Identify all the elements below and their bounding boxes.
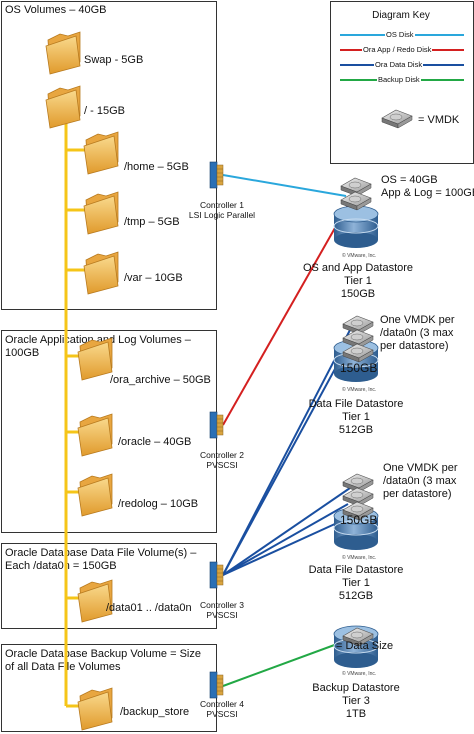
oracle-data-file-title: Oracle Database Data File Volume(s) – Ea… [5,547,197,572]
datastore-2-annotation-line-2: /data0n (3 max [380,327,454,339]
datastore-1-name: OS and App Datastore [302,262,414,274]
datastore-3-annotation-line-2: /data0n (3 max [383,475,457,487]
folder-icon-oracle [77,413,113,457]
datastore-2-vendor-mark: © VMware, Inc. [342,387,377,393]
controller-4-name: Controller 4 [200,699,244,709]
datastore-1-annotation-line-2: App & Log = 100GB [381,187,474,199]
folder-icon-tmp [83,191,119,235]
folder-label-ora-archive: /ora_archive – 50GB [110,374,211,386]
controller-2-label: Controller 2 PVSCSI [182,450,262,470]
controller-2-name: Controller 2 [200,450,244,460]
folder-label-backup: /backup_store [120,706,190,718]
datastore-3-vendor-mark: © VMware, Inc. [342,555,377,561]
ora-data-connection-5 [222,517,349,576]
controller-2-type: PVSCSI [206,460,238,470]
folder-label-data: /data01 .. /data0n [106,602,192,614]
datastore-1-icon [333,205,379,249]
controller-1-type: LSI Logic Parallel [188,210,256,220]
datastore-1-size: 150GB [340,288,376,300]
ora-data-connection-2 [222,344,349,576]
datastore-1-annotation-line-1: OS = 40GB [381,174,438,186]
datastore-2-annotation: One VMDK per /data0n (3 max per datastor… [380,314,455,353]
datastore-2-name: Data File Datastore [308,398,404,410]
datastore-3-size: 512GB [338,590,374,602]
datastore-1-annotation: OS = 40GB App & Log = 100GB [381,174,474,200]
ora-app-redo-connection [222,197,353,426]
controller-3-name: Controller 3 [200,600,244,610]
datastore-2-size: 512GB [338,424,374,436]
ora-data-connection-3 [222,487,351,576]
controller-1-card-icon [209,161,224,189]
key-vmdk-icon [381,109,413,129]
folder-icon-redolog [77,473,113,517]
datastore-4-vendor-mark: © VMware, Inc. [342,671,377,677]
datastore-4-tier: Tier 3 [342,695,370,707]
folder-label-root: / - 15GB [84,105,125,117]
controller-3-label: Controller 3 PVSCSI [182,600,262,620]
folder-label-redolog: /redolog – 10GB [118,498,199,510]
folder-label-tmp: /tmp – 5GB [124,216,180,228]
datastore-3-label: Data File Datastore Tier 1 512GB [286,564,426,603]
datastore-1-vendor-mark: © VMware, Inc. [342,253,377,259]
datastore-2-tier: Tier 1 [342,411,370,423]
folder-icon-var [83,251,119,295]
diagram-key-title: Diagram Key [372,10,430,21]
datastore-4-annotation: = Data Size [336,640,394,652]
os-volumes-title: OS Volumes – 40GB [5,4,107,16]
folder-icon-data [77,579,113,623]
controller-4-label: Controller 4 PVSCSI [182,699,262,719]
folder-label-swap: Swap - 5GB [84,54,144,66]
controller-4-card-icon [209,671,224,699]
controller-1-name: Controller 1 [200,200,244,210]
ora-data-connection-4 [222,503,349,576]
datastore-4-name: Backup Datastore [312,682,400,694]
folder-icon-root [45,85,81,129]
folder-label-home: /home – 5GB [124,161,189,173]
datastore-2-label: Data File Datastore Tier 1 512GB [286,398,426,437]
controller-1-label: Controller 1 LSI Logic Parallel [182,200,262,220]
datastore-1-tier: Tier 1 [344,275,372,287]
folder-icon-ora-archive [77,337,113,381]
folder-icon-swap [45,31,81,75]
key-os-disk-label: OS Disk [385,30,415,39]
key-ora-data-label: Ora Data Disk [374,60,424,69]
folder-label-var: /var – 10GB [124,272,183,284]
datastore-2-disk-label: 150GB [340,361,378,375]
datastore-3-tier: Tier 1 [342,577,370,589]
folder-label-oracle: /oracle – 40GB [118,436,192,448]
key-vmdk-label: = VMDK [418,114,460,126]
os-disk-connection [222,174,347,197]
datastore-3-name: Data File Datastore [308,564,404,576]
controller-3-type: PVSCSI [206,610,238,620]
datastore-2-annotation-line-1: One VMDK per [380,314,455,326]
datastore-2-annotation-line-3: per datastore) [380,340,449,352]
oracle-backup-title: Oracle Database Backup Volume = Size of … [5,648,201,673]
datastore-4-size: 1TB [345,708,367,720]
controller-4-type: PVSCSI [206,709,238,719]
datastore-3-annotation-line-1: One VMDK per [383,462,458,474]
datastore-1-label: OS and App Datastore Tier 1 150GB [288,262,428,301]
key-backup-label: Backup Disk [377,75,421,84]
datastore-4-label: Backup Datastore Tier 3 1TB [286,682,426,721]
folder-icon-backup [77,687,113,731]
backup-disk-connection [222,639,349,687]
volume-spine [64,108,86,708]
controller-2-card-icon [209,411,224,439]
key-ora-app-redo-label: Ora App / Redo Disk [362,45,433,54]
folder-icon-home [83,131,119,175]
controller-3-card-icon [209,561,224,589]
datastore-3-annotation: One VMDK per /data0n (3 max per datastor… [383,462,458,501]
datastore-3-disk-label: 150GB [340,513,378,527]
datastore-3-annotation-line-3: per datastore) [383,488,452,500]
oracle-app-log-title: Oracle Application and Log Volumes – 100… [5,334,191,359]
